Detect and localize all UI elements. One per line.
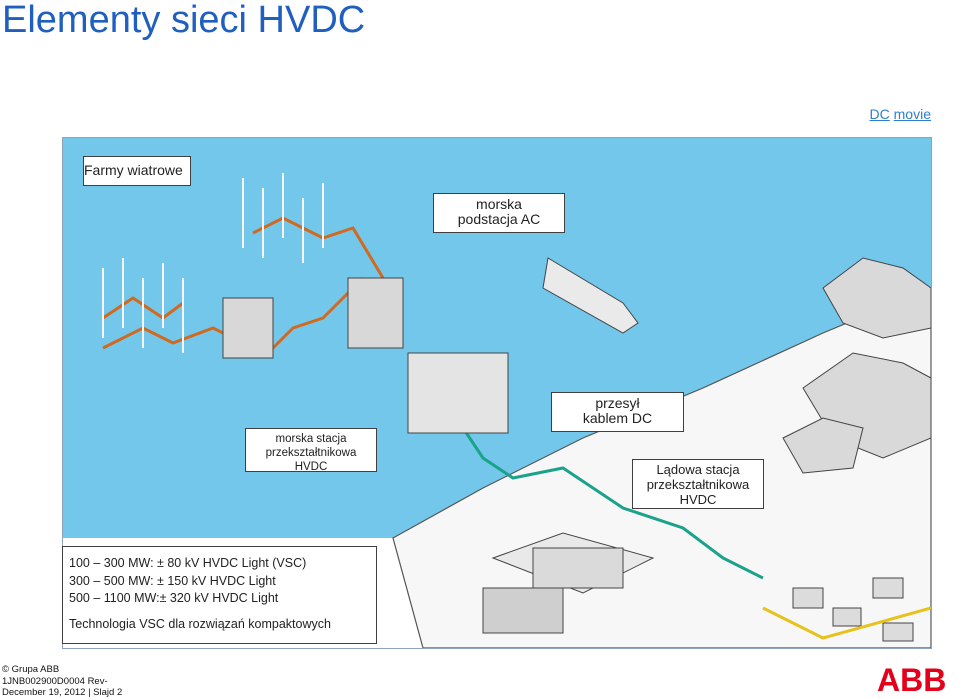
callout-offshore-ac-substation: morska podstacja AC: [433, 193, 565, 233]
dc-cable: [461, 427, 764, 580]
abb-logo-text: ABB: [877, 664, 946, 694]
callout-offshore-conv-line3: HVDC: [294, 461, 328, 473]
callout-offshore-conv-line2: przekształtnikowa: [265, 447, 357, 459]
village: [792, 577, 914, 642]
callout-dc-cable: przesył kablem DC: [551, 392, 684, 432]
dc-link[interactable]: DC: [869, 106, 890, 122]
land-converter-station: [482, 532, 655, 634]
callout-land-conv-line3: HVDC: [679, 492, 717, 507]
spec-line-3: 500 – 1100 MW:± 320 kV HVDC Light: [69, 591, 279, 605]
offshore-platforms: [222, 277, 509, 434]
callout-wind-farms-text: Farmy wiatrowe: [84, 162, 183, 178]
footer-doc-id: 1JNB002900D0004 Rev-: [2, 675, 108, 687]
footer: © Grupa ABB 1JNB002900D0004 Rev- Decembe…: [2, 664, 122, 699]
wind-turbines: [102, 173, 324, 353]
callout-offshore-ac-line1: morska: [476, 196, 522, 212]
hills: [782, 257, 931, 474]
abb-logo: ABB: [877, 662, 955, 699]
footer-copyright: © Grupa ABB: [2, 664, 60, 675]
callout-cable-line2: kablem DC: [582, 410, 653, 426]
callout-land-conv-line2: przekształtnikowa: [646, 477, 750, 492]
callout-cable-line1: przesył: [595, 395, 640, 411]
callout-wind-farms: Farmy wiatrowe: [83, 156, 191, 186]
slide-title: Elementy sieci HVDC: [2, 0, 366, 41]
media-links: DC movie: [870, 106, 931, 122]
spec-technology: Technologia VSC dla rozwiązań kompaktowy…: [69, 616, 331, 631]
spec-line-1: 100 – 300 MW: ± 80 kV HVDC Light (VSC): [69, 556, 307, 570]
ship: [542, 257, 639, 334]
callout-offshore-converter: morska stacja przekształtnikowa HVDC: [245, 428, 377, 473]
callout-offshore-ac-line2: podstacja AC: [457, 211, 541, 227]
specs-box: 100 – 300 MW: ± 80 kV HVDC Light (VSC) 3…: [62, 546, 377, 644]
callout-land-conv-line1: Lądowa stacja: [656, 462, 740, 477]
callout-land-converter: Lądowa stacja przekształtnikowa HVDC: [632, 459, 764, 509]
spec-line-2: 300 – 500 MW: ± 150 kV HVDC Light: [69, 573, 276, 588]
movie-link[interactable]: movie: [893, 106, 931, 122]
footer-date-slide: December 19, 2012 | Slajd 2: [2, 687, 123, 698]
abb-logo-mark: ABB: [877, 662, 946, 698]
callout-offshore-conv-line1: morska stacja: [275, 433, 347, 445]
